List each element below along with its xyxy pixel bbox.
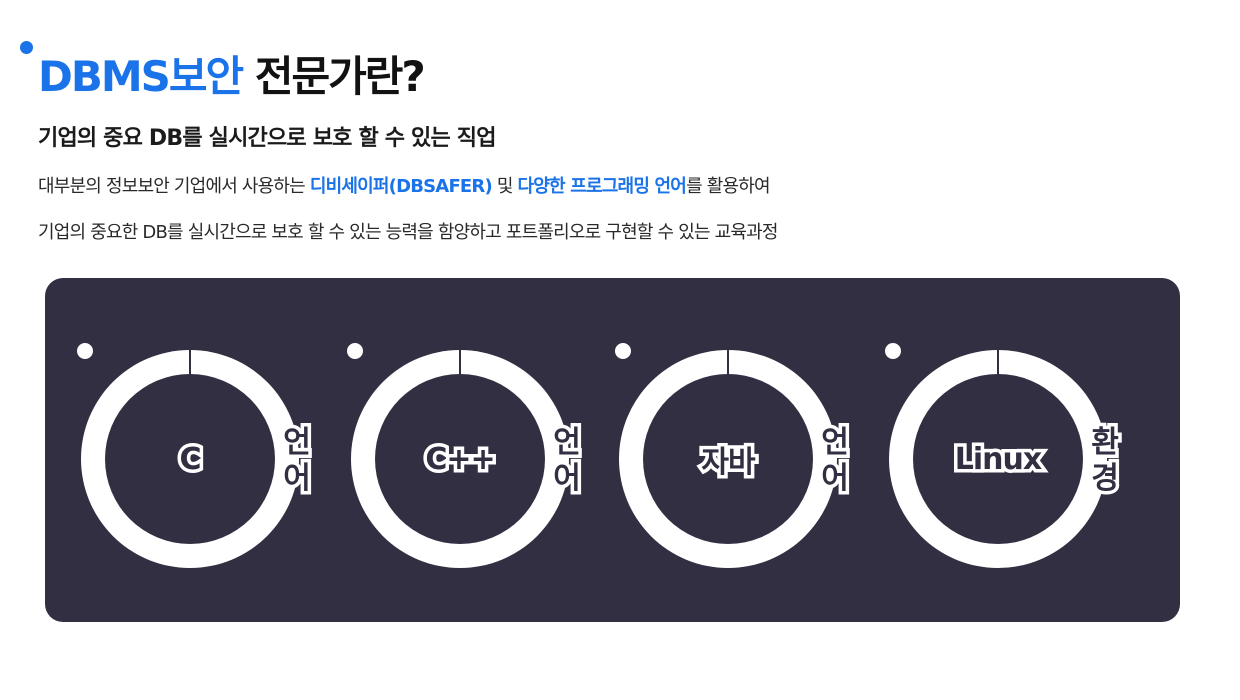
skill-ring-tick: [189, 350, 191, 374]
skill-ring-center: [913, 374, 1083, 544]
description-line-1-before: 대부분의 정보보안 기업에서 사용하는: [38, 176, 310, 197]
skill-ring-center: [375, 374, 545, 544]
skill-category-label-bottom: 어: [818, 458, 853, 500]
skill-ring-center: [105, 374, 275, 544]
skill-category-label-bottom: 경: [1088, 458, 1123, 500]
skill-card-c: C 언 어: [45, 340, 314, 570]
page-subtitle: 기업의 중요 DB를 실시간으로 보호 할 수 있는 직업: [38, 126, 496, 151]
skill-category-label: 언 어: [277, 422, 317, 500]
skill-name: 자바: [698, 442, 759, 484]
skill-marker-dot: [347, 343, 363, 359]
description-highlight-dbsafer: 디비세이퍼(DBSAFER): [309, 176, 493, 197]
skill-ring-tick: [727, 350, 729, 374]
accent-dot: [20, 41, 33, 54]
skill-ring-tick: [459, 350, 461, 374]
skill-name: Linux: [951, 438, 1045, 480]
page-title-accent: DBMS보안: [38, 52, 244, 101]
page-title-rest: 전문가란?: [242, 52, 426, 101]
skill-marker-dot: [885, 343, 901, 359]
description-line-1-middle: 및: [491, 176, 518, 197]
skill-name: C: [176, 438, 205, 480]
skill-category-label: 언 어: [547, 422, 587, 500]
page-title: DBMS보안 전문가란?: [38, 56, 426, 98]
skill-category-label-top: 언: [550, 422, 585, 464]
skill-category-label: 환 경: [1085, 422, 1125, 500]
skill-card-linux: Linux 환 경: [853, 340, 1122, 570]
skill-ring-tick: [997, 350, 999, 374]
skills-panel: C 언 어 C++ 언 어 자바 언 어 Linux 환: [45, 278, 1180, 622]
description-line-1: 대부분의 정보보안 기업에서 사용하는 디비세이퍼(DBSAFER) 및 다양한…: [38, 172, 771, 198]
description-highlight-languages: 다양한 프로그래밍 언어: [517, 176, 687, 197]
skill-card-cpp: C++ 언 어: [315, 340, 584, 570]
skill-marker-dot: [77, 343, 93, 359]
skill-category-label-top: 언: [280, 422, 315, 464]
skill-category-label: 언 어: [815, 422, 855, 500]
skill-name: C++: [422, 438, 499, 480]
skill-category-label-top: 언: [818, 422, 853, 464]
description-line-2: 기업의 중요한 DB를 실시간으로 보호 할 수 있는 능력을 함양하고 포트폴…: [38, 222, 778, 243]
description-line-1-after: 를 활용하여: [686, 176, 771, 197]
skill-marker-dot: [615, 343, 631, 359]
skill-category-label-bottom: 어: [280, 458, 315, 500]
skill-card-java: 자바 언 어: [583, 340, 852, 570]
skill-category-label-top: 환: [1088, 422, 1123, 464]
skill-category-label-bottom: 어: [550, 458, 585, 500]
skill-ring-center: [643, 374, 813, 544]
